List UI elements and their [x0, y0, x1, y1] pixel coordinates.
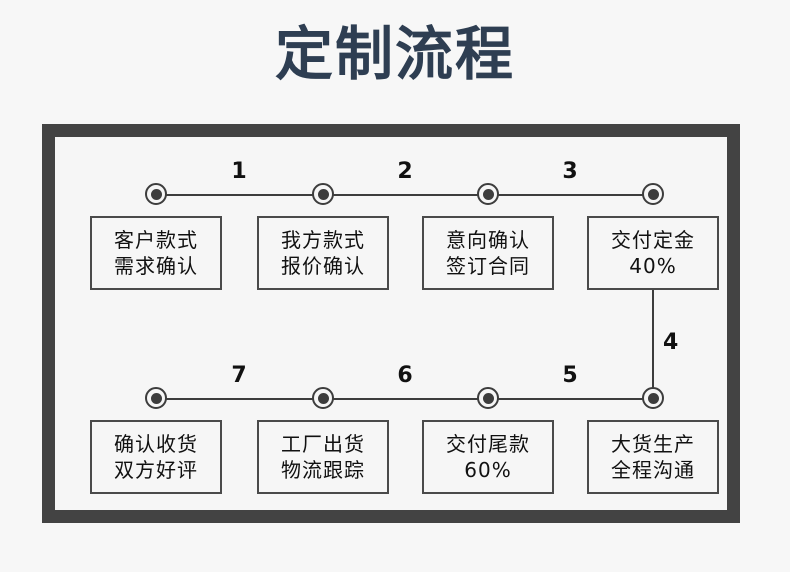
step-box-confirm-receipt[interactable]: 确认收货 双方好评: [90, 420, 222, 494]
connector-rail-row-1: [156, 194, 653, 196]
process-flow-diagram: 1 2 3 客户款式 需求确认 我方款式 报价确认 意向确认 签订合同 交付定金…: [55, 137, 753, 536]
connector-label-7: 7: [231, 363, 247, 388]
step-box-our-style-quote[interactable]: 我方款式 报价确认: [257, 216, 389, 290]
step-box-line-2: 报价确认: [281, 254, 365, 278]
step-box-line-2: 40%: [629, 254, 677, 278]
step-box-line-1: 我方款式: [281, 228, 365, 252]
step-box-line-1: 交付定金: [611, 228, 695, 252]
step-box-line-1: 意向确认: [446, 228, 530, 252]
step-box-bulk-production[interactable]: 大货生产 全程沟通: [587, 420, 719, 494]
step-box-line-2: 双方好评: [114, 458, 198, 482]
step-box-line-1: 大货生产: [611, 432, 695, 456]
step-box-balance-60[interactable]: 交付尾款 60%: [422, 420, 554, 494]
node-step-8: [642, 387, 664, 409]
node-step-2: [312, 183, 334, 205]
node-step-4: [642, 183, 664, 205]
diagram-frame: 1 2 3 客户款式 需求确认 我方款式 报价确认 意向确认 签订合同 交付定金…: [42, 124, 740, 523]
node-step-7: [145, 387, 167, 409]
node-step-5: [477, 387, 499, 409]
connector-label-3: 3: [562, 159, 578, 184]
step-box-line-1: 交付尾款: [446, 432, 530, 456]
step-box-line-2: 物流跟踪: [281, 458, 365, 482]
connector-rail-vertical: [652, 290, 654, 400]
connector-rail-row-2: [156, 398, 653, 400]
step-box-line-2: 需求确认: [114, 254, 198, 278]
connector-label-1: 1: [231, 159, 247, 184]
connector-label-6: 6: [397, 363, 413, 388]
node-step-6: [312, 387, 334, 409]
node-step-3: [477, 183, 499, 205]
connector-label-4: 4: [663, 330, 679, 355]
node-step-1: [145, 183, 167, 205]
step-box-line-1: 确认收货: [114, 432, 198, 456]
step-box-factory-shipping[interactable]: 工厂出货 物流跟踪: [257, 420, 389, 494]
step-box-customer-style[interactable]: 客户款式 需求确认: [90, 216, 222, 290]
step-box-line-1: 工厂出货: [281, 432, 365, 456]
step-box-intent-contract[interactable]: 意向确认 签订合同: [422, 216, 554, 290]
step-box-line-2: 签订合同: [446, 254, 530, 278]
connector-label-2: 2: [397, 159, 413, 184]
step-box-deposit-40[interactable]: 交付定金 40%: [587, 216, 719, 290]
connector-label-5: 5: [562, 363, 578, 388]
page-title: 定制流程: [274, 20, 515, 88]
step-box-line-2: 全程沟通: [611, 458, 695, 482]
step-box-line-2: 60%: [464, 458, 512, 482]
step-box-line-1: 客户款式: [114, 228, 198, 252]
